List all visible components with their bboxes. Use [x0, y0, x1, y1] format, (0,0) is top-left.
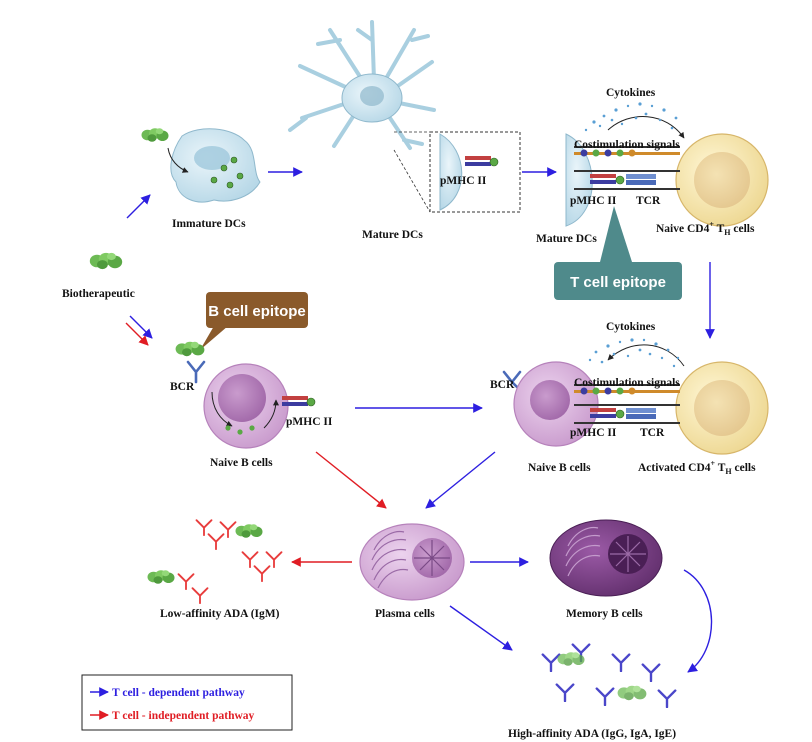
drug-icon — [147, 570, 175, 584]
memory-b-cell: Memory B cells — [549, 519, 663, 620]
igm-antibody-icon — [207, 533, 225, 550]
mature-dc-right-label: Mature DCs — [536, 233, 597, 245]
biotherapeutic-label: Biotherapeutic — [62, 288, 135, 300]
high-affinity-label: High-affinity ADA (IgG, IgA, IgE) — [508, 728, 676, 740]
igg-antibody-icon — [595, 687, 615, 706]
igm-antibody-icon — [253, 565, 271, 582]
arrow-bio-to-bcell-red — [125, 322, 149, 346]
igm-antibody-icon — [177, 573, 195, 590]
activated-cd4-label: Activated CD4+ TH cells — [638, 459, 756, 476]
pmhc-top-label: pMHC II — [440, 175, 487, 187]
igm-antibody-icon — [241, 551, 259, 568]
cytokines-mid-label: Cytokines — [606, 321, 656, 333]
plasma-cell: Plasma cells — [359, 523, 465, 620]
low-affinity-label: Low-affinity ADA (IgM) — [160, 608, 280, 620]
mature-dc-label: Mature DCs — [362, 229, 423, 241]
mature-dc: pMHC II Mature DCs — [288, 20, 521, 241]
igg-antibody-icon — [541, 653, 561, 672]
arrow-memory-to-high — [683, 569, 713, 673]
arrow-bcell-to-plasma-blue — [425, 451, 496, 509]
naive-b-cell-left: BCR pMHC II Naive B cells — [170, 341, 333, 469]
arrow-bio-to-immature — [126, 194, 151, 219]
legend: T cell - dependent pathway T cell - inde… — [81, 674, 293, 731]
t-cell-epitope-callout: T cell epitope — [554, 206, 682, 300]
igg-antibody-icon — [555, 683, 575, 702]
naive-b-left-label: Naive B cells — [210, 457, 273, 469]
bcr-right-label: BCR — [490, 379, 515, 391]
high-affinity-ada: High-affinity ADA (IgG, IgA, IgE) — [508, 643, 677, 740]
igg-antibody-icon — [611, 653, 631, 672]
tcr-mid-label: TCR — [640, 427, 665, 439]
drug-icon — [175, 341, 205, 357]
immature-dc-nucleus — [194, 146, 230, 170]
arrow-bio-to-bcell-blue — [129, 315, 153, 339]
dc-tcell-synapse-top: Cytokines Costimulation signals pMHC II … — [536, 87, 769, 245]
biotherapeutic: Biotherapeutic — [62, 252, 135, 300]
igg-antibody-icon — [657, 689, 677, 708]
t-cell-epitope-label: T cell epitope — [570, 274, 666, 291]
pmhc-mid-label: pMHC II — [570, 427, 617, 439]
costim-top-label: Costimulation signals — [574, 139, 680, 151]
arrows — [125, 167, 715, 673]
drug-icon — [617, 685, 647, 701]
tcr-tr-label: TCR — [636, 195, 661, 207]
naive-b-right-label: Naive B cells — [528, 462, 591, 474]
igm-antibody-icon — [265, 551, 283, 568]
immature-dc-label: Immature DCs — [172, 218, 246, 230]
b-cell-epitope-callout: B cell epitope — [200, 292, 308, 350]
low-affinity-ada: Low-affinity ADA (IgM) — [147, 519, 283, 620]
igm-antibody-icon — [195, 519, 213, 536]
igm-antibody-icon — [191, 587, 209, 604]
synapse-molecules-mid — [574, 384, 680, 424]
biotherapeutic-drug-icon — [89, 252, 123, 270]
cytokines-top-label: Cytokines — [606, 87, 656, 99]
arrow-plasma-to-high — [449, 605, 513, 651]
b-cell-epitope-label: B cell epitope — [208, 303, 306, 320]
immature-dc: Immature DCs — [141, 128, 261, 230]
igg-antibody-icon — [641, 663, 661, 682]
pmhc-tr-label: pMHC II — [570, 195, 617, 207]
naive-cd4-label: Naive CD4+ TH cells — [656, 220, 755, 237]
drug-icon — [141, 128, 169, 142]
memory-b-label: Memory B cells — [566, 608, 643, 620]
synapse-molecules-top — [574, 146, 680, 190]
pmhc-left-label: pMHC II — [286, 416, 333, 428]
costim-mid-label: Costimulation signals — [574, 377, 680, 389]
drug-icon — [235, 524, 263, 538]
bcr-left-label: BCR — [170, 381, 195, 393]
arrow-bcell-to-plasma-red — [315, 451, 387, 509]
legend-dependent-label: T cell - dependent pathway — [112, 687, 245, 699]
bcell-tcell-synapse-mid: Cytokines Costimulation signals BCR pMHC… — [490, 321, 769, 476]
legend-independent-label: T cell - independent pathway — [112, 710, 255, 722]
plasma-cells-label: Plasma cells — [375, 608, 435, 620]
